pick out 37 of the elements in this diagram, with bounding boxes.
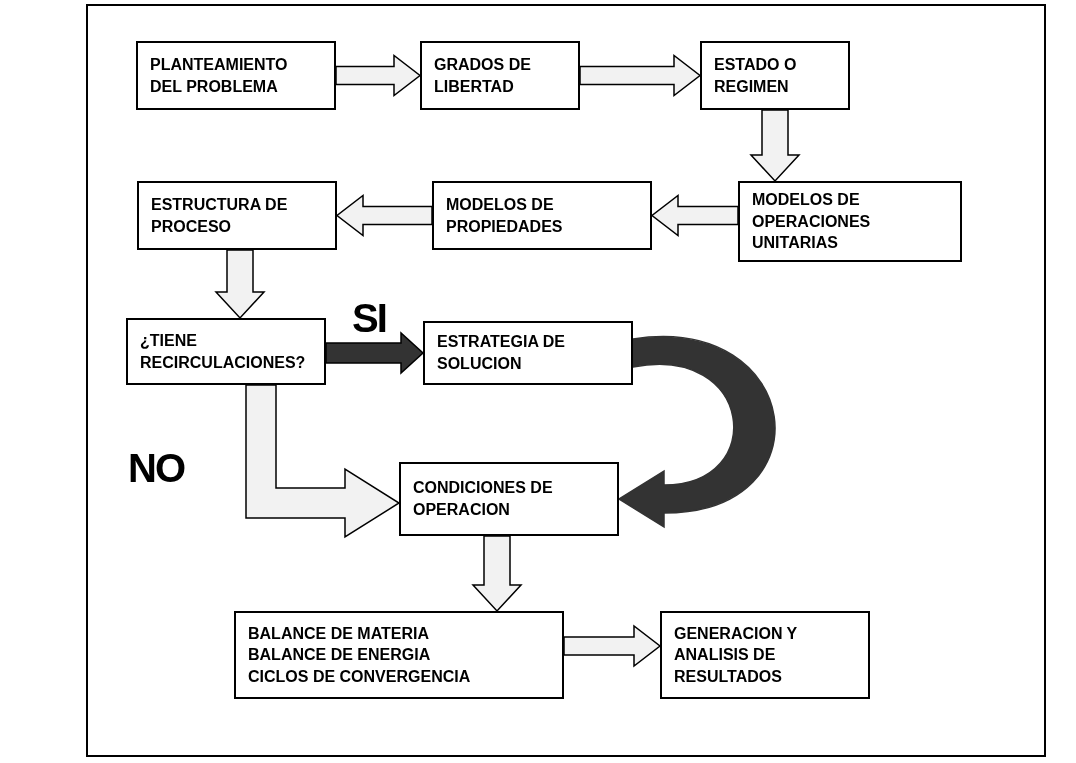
process-box — [660, 611, 870, 699]
process-box — [420, 41, 580, 110]
block-arrow — [563, 624, 662, 668]
block-arrow — [650, 193, 739, 238]
process-box — [137, 181, 337, 250]
edge-label: SI — [352, 298, 386, 338]
process-box — [700, 41, 850, 110]
block-arrow — [335, 53, 422, 98]
block-arrow — [245, 384, 401, 539]
process-box — [432, 181, 652, 250]
process-box — [136, 41, 336, 110]
box-text: MODELOS DE OPERACIONES UNITARIAS — [752, 190, 872, 254]
block-arrow — [335, 193, 433, 238]
curved-arrow — [618, 336, 775, 528]
process-box — [126, 318, 326, 385]
box-text: ESTRATEGIA DE SOLUCION — [437, 332, 566, 374]
box-text: BALANCE DE ENERGIA — [248, 645, 432, 666]
box-text: PLANTEAMIENTO DEL PROBLEMA — [150, 54, 289, 97]
block-arrow — [325, 331, 425, 375]
box-text: ESTADO O REGIMEN — [714, 54, 798, 97]
block-arrow — [471, 535, 523, 613]
box-text: BALANCE DE MATERIA — [248, 623, 431, 644]
box-text: ¿TIENE RECIRCULACIONES? — [140, 330, 307, 373]
box-text: ESTRUCTURA DE PROCESO — [151, 194, 289, 237]
box-text: MODELOS DE PROPIEDADES — [446, 194, 564, 237]
block-arrow — [579, 53, 702, 98]
block-arrow — [214, 249, 266, 320]
process-box — [234, 611, 564, 699]
block-arrow — [749, 109, 801, 183]
process-box — [399, 462, 619, 536]
process-box — [423, 321, 633, 385]
box-text: GRADOS DE LIBERTAD — [434, 54, 532, 97]
process-box — [738, 181, 962, 262]
box-text: GENERACION Y ANALISIS DE RESULTADOS — [674, 623, 798, 687]
box-text: CONDICIONES DE OPERACION — [413, 478, 554, 520]
edge-label: NO — [128, 448, 184, 488]
box-text: CICLOS DE CONVERGENCIA — [248, 666, 472, 687]
